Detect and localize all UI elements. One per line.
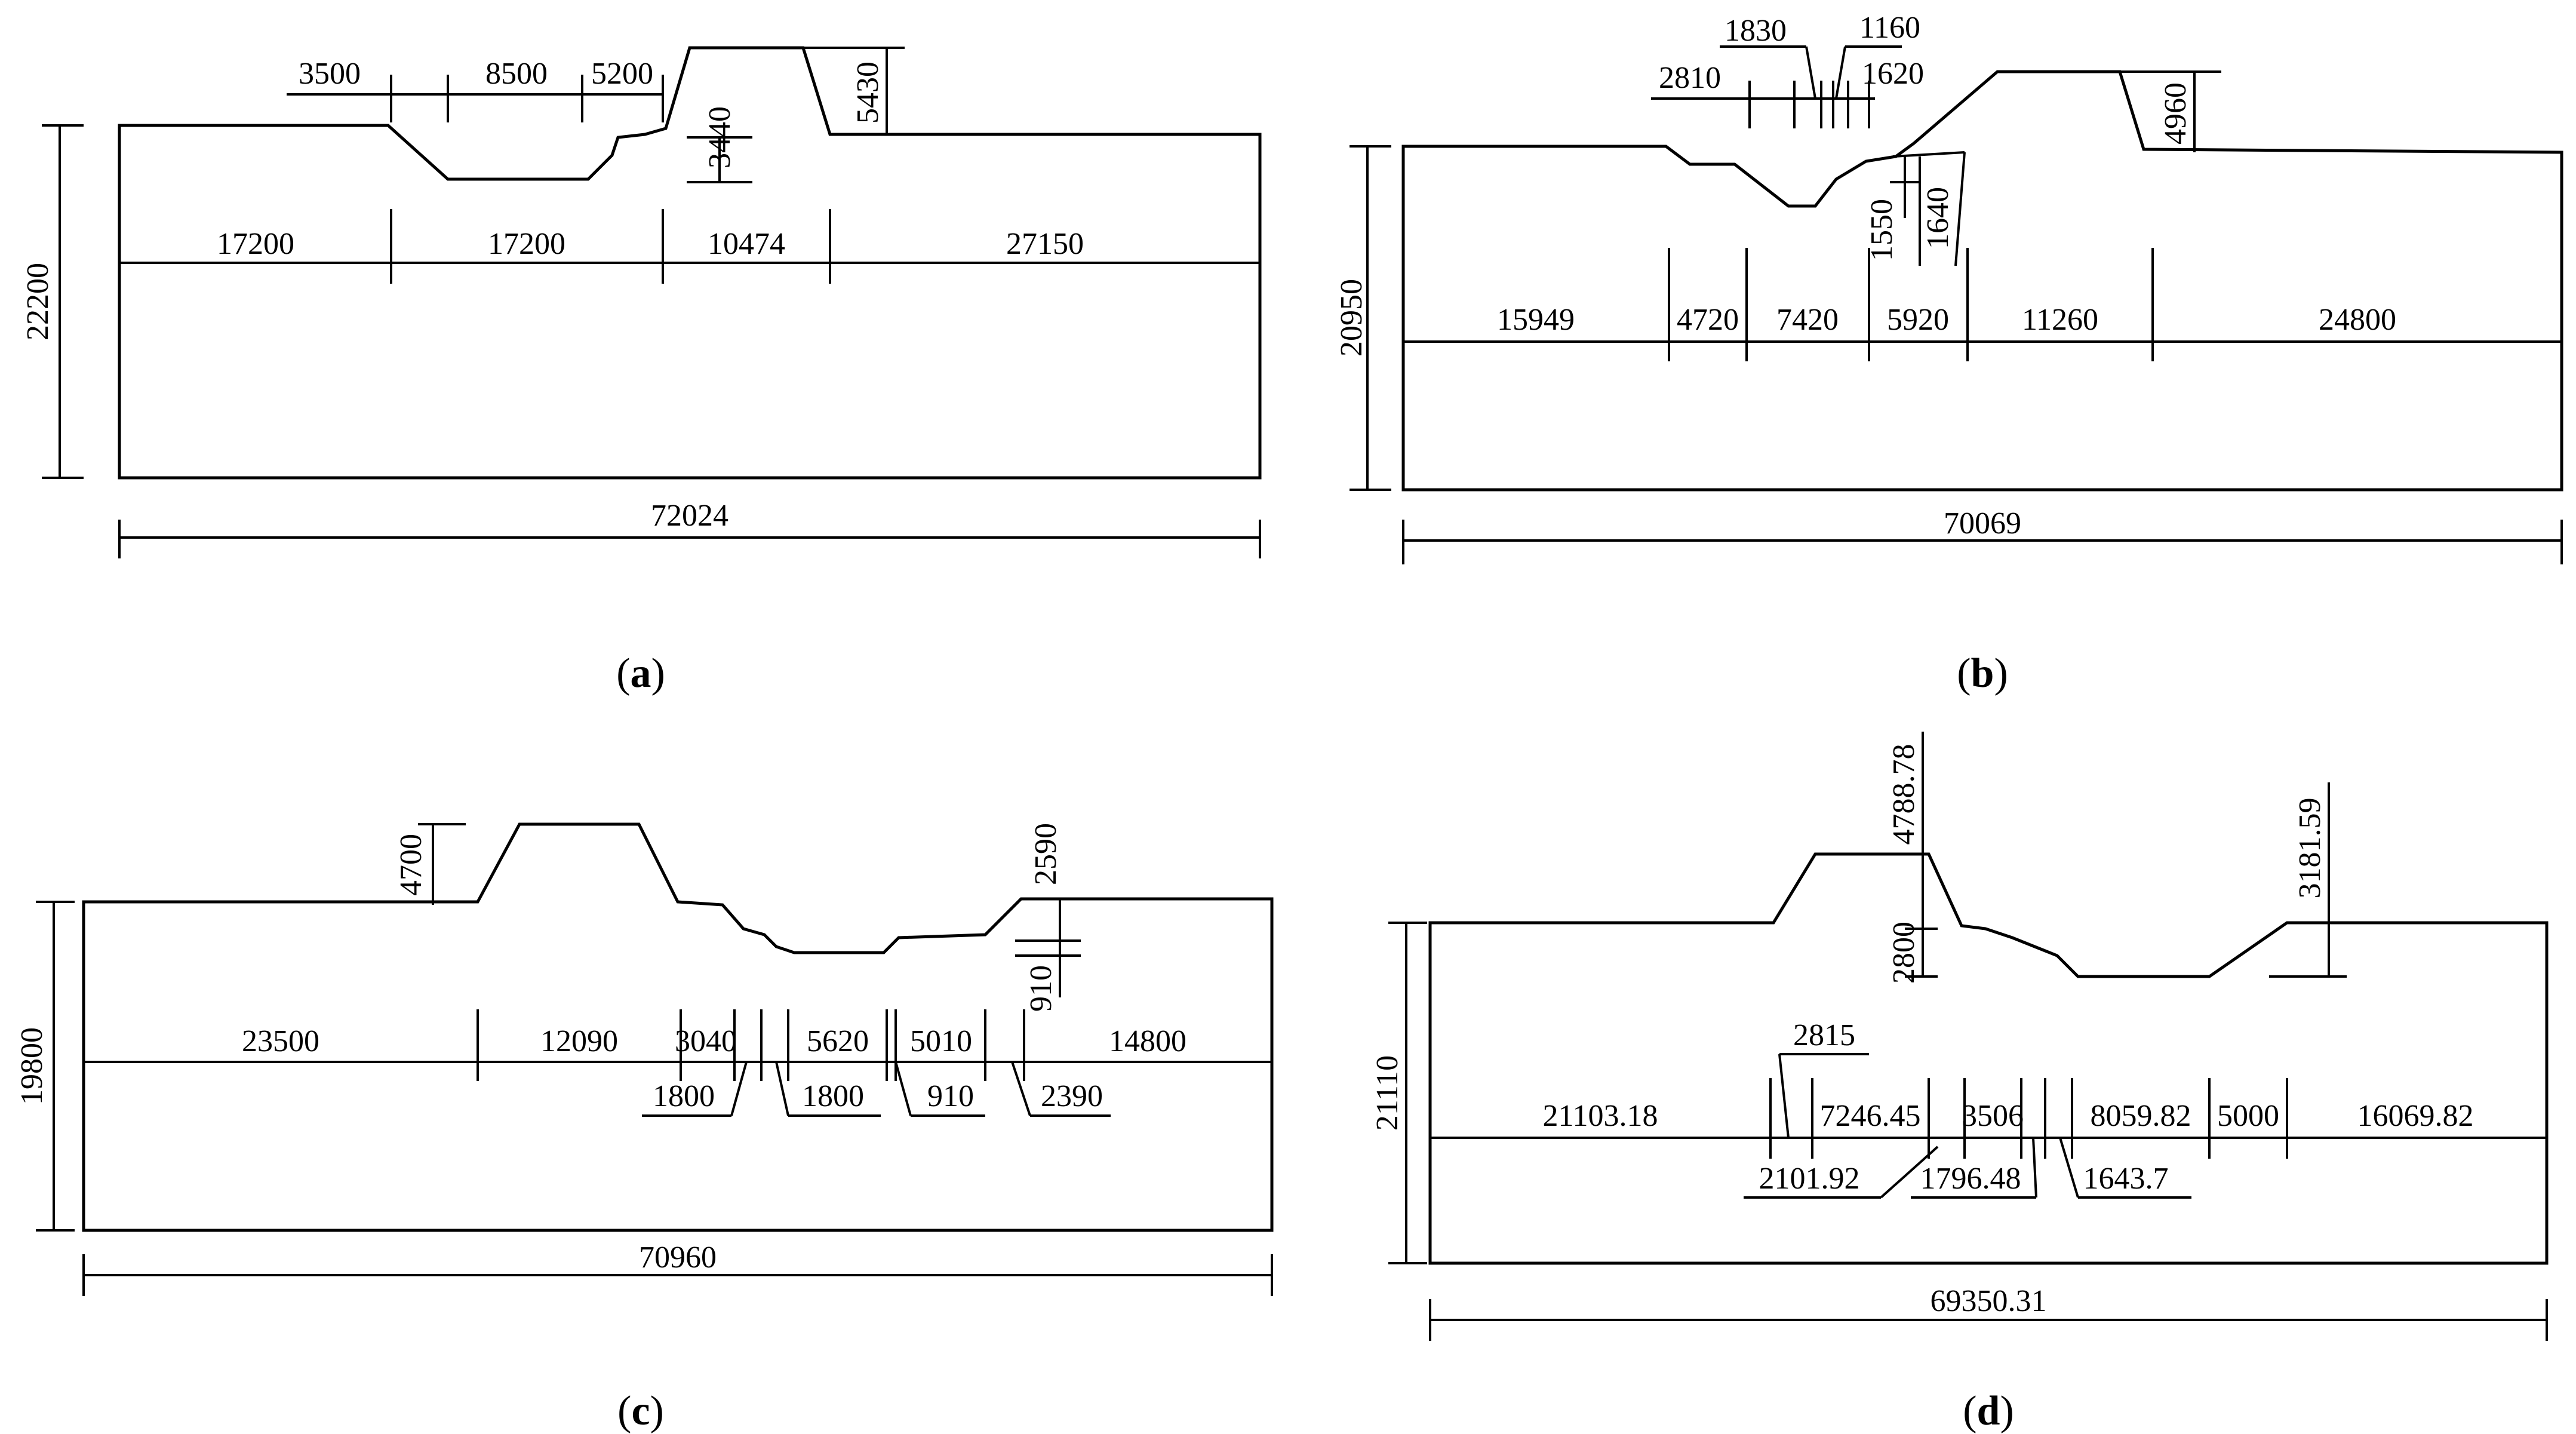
panel-a-top-3: 5200	[591, 57, 653, 91]
panel-b-segments: 15949 4720 7420 5920 11260 24800	[1403, 248, 2562, 361]
panel-d-width-label: 69350.31	[1931, 1284, 2047, 1318]
panel-c-height-label: 19800	[15, 1027, 49, 1105]
panel-b-top-dims: 1830 1160 2810 1620 4960 1550 1640	[1651, 11, 2221, 266]
panel-a-seg-3: 10474	[708, 227, 785, 261]
panel-c-top-7: 2390	[1041, 1079, 1103, 1113]
panel-c-seg-5: 5010	[910, 1024, 972, 1058]
panel-c-seg-1: 23500	[242, 1024, 319, 1058]
panel-d-seg-2: 7246.45	[1820, 1099, 1921, 1133]
panel-d-seg-6: 16069.82	[2357, 1099, 2474, 1133]
panel-c-top-3: 910	[1024, 965, 1058, 1012]
panel-d-top-6: 1796.48	[1920, 1162, 2021, 1196]
panel-a-seg-2: 17200	[488, 227, 565, 261]
panel-d-top-dims: 4788.78 2800 3181.59 2815 2101.92 1796.4…	[1744, 732, 2347, 1199]
panel-c-top-2: 2590	[1029, 823, 1063, 885]
panel-a-caption: (a)	[616, 650, 665, 696]
panel-c-seg-2: 12090	[540, 1024, 618, 1058]
panel-b: 20950 70069 15949 4720 7420 5920 11260 2…	[1335, 11, 2563, 696]
panel-d-height-dim: 21110	[1370, 922, 1427, 1264]
panel-c-height-dim: 19800	[15, 901, 75, 1232]
panel-b-top-1: 1830	[1724, 14, 1787, 48]
panel-d: 21110 69350.31 21103.18 7246.45 3506 805…	[1370, 732, 2549, 1434]
panel-a-height-dim: 22200	[21, 124, 84, 479]
panel-a-width-dim: 72024	[118, 499, 1261, 558]
panel-b-top-7: 1640	[1921, 187, 1955, 249]
panel-d-seg-1: 21103.18	[1542, 1099, 1658, 1133]
panel-c: 19800 70960 23500 12090 3040 5620 5010 1…	[15, 822, 1274, 1434]
panel-d-top-3: 2800	[1887, 922, 1921, 984]
panel-d-outline	[1428, 852, 2549, 1265]
panel-d-top-4: 2815	[1793, 1018, 1855, 1052]
panel-a-top-5: 5430	[851, 62, 885, 124]
panel-d-seg-3: 3506	[1962, 1099, 2024, 1133]
panel-b-top-2: 1160	[1859, 11, 1920, 45]
panel-b-width-dim: 70069	[1402, 506, 2563, 564]
panel-c-width-dim: 70960	[82, 1240, 1273, 1296]
panel-c-seg-4: 5620	[807, 1024, 869, 1058]
panel-d-segments: 21103.18 7246.45 3506 8059.82 5000 16069…	[1430, 1078, 2547, 1159]
panel-c-top-4: 1800	[653, 1079, 715, 1113]
panel-b-width-label: 70069	[1944, 506, 2021, 541]
panel-a-top-dims: 3500 8500 5200 3440 5430	[287, 47, 905, 183]
panel-a: 22200 72024 17200 17200 10474 27150	[21, 46, 1262, 696]
panel-d-top-1: 4788.78	[1887, 744, 1921, 845]
panel-d-seg-4: 8059.82	[2091, 1099, 2191, 1133]
panel-d-top-2: 3181.59	[2293, 798, 2327, 899]
panel-b-seg-1: 15949	[1497, 303, 1575, 337]
panel-b-seg-6: 24800	[2319, 303, 2396, 337]
panel-b-top-6: 1550	[1865, 199, 1899, 261]
panel-b-top-3: 2810	[1659, 61, 1721, 95]
panel-b-seg-5: 11260	[2022, 303, 2098, 337]
panel-a-seg-4: 27150	[1006, 227, 1084, 261]
panel-c-outline	[82, 822, 1274, 1232]
panel-a-height-label: 22200	[21, 263, 55, 340]
panel-b-seg-4: 5920	[1887, 303, 1949, 337]
panel-d-caption: (d)	[1963, 1388, 2014, 1434]
panel-b-height-label: 20950	[1335, 279, 1369, 357]
panel-c-top-1: 4700	[394, 834, 428, 896]
panel-a-seg-1: 17200	[217, 227, 294, 261]
panel-b-caption: (b)	[1957, 650, 2008, 696]
panel-b-top-4: 1620	[1862, 57, 1924, 91]
panel-b-outline	[1401, 70, 2563, 492]
panel-c-top-6: 910	[927, 1079, 974, 1113]
panel-a-outline	[118, 46, 1262, 480]
panel-b-top-5: 4960	[2159, 82, 2193, 145]
panel-d-top-7: 1643.7	[2083, 1162, 2169, 1196]
panel-d-seg-5: 5000	[2217, 1099, 2279, 1133]
panel-c-seg-3: 3040	[675, 1024, 737, 1058]
panel-c-top-dims: 4700 2590 910 1800 1800 910 2390	[394, 823, 1111, 1117]
panel-c-width-label: 70960	[639, 1240, 717, 1275]
panel-c-seg-6: 14800	[1109, 1024, 1186, 1058]
panel-d-width-dim: 69350.31	[1429, 1284, 2548, 1341]
panel-b-seg-3: 7420	[1776, 303, 1839, 337]
panel-c-segments: 23500 12090 3040 5620 5010 14800	[84, 1009, 1272, 1081]
panel-a-top-2: 8500	[485, 57, 548, 91]
panel-a-top-1: 3500	[299, 57, 361, 91]
panel-a-width-label: 72024	[651, 499, 728, 533]
panel-b-height-dim: 20950	[1335, 145, 1391, 491]
panel-a-top-4: 3440	[703, 106, 737, 168]
panel-c-top-5: 1800	[802, 1079, 864, 1113]
panel-c-caption: (c)	[617, 1388, 664, 1434]
panel-d-height-label: 21110	[1370, 1055, 1404, 1131]
panel-d-top-5: 2101.92	[1759, 1162, 1860, 1196]
panel-b-seg-2: 4720	[1677, 303, 1739, 337]
panel-a-segments: 17200 17200 10474 27150	[119, 209, 1260, 284]
